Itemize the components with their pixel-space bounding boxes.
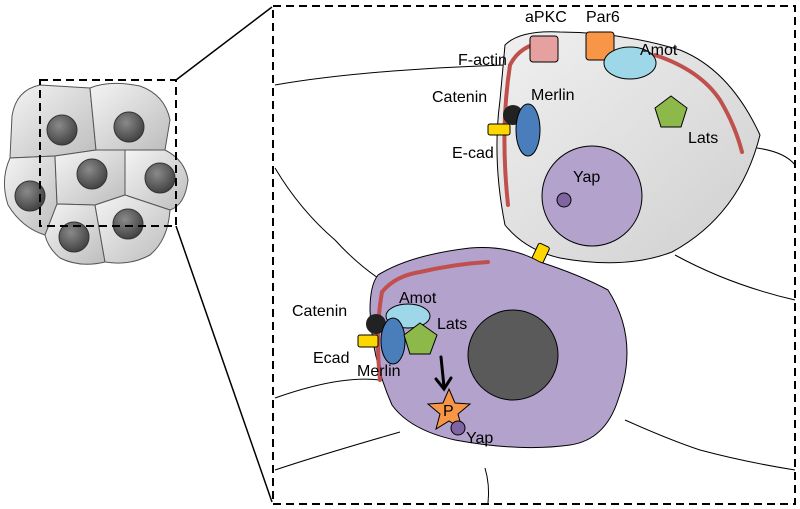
merlin-label-top: Merlin: [531, 87, 575, 104]
yap-label-top: Yap: [573, 169, 600, 186]
lats-label-bottom: Lats: [437, 316, 467, 333]
yap-top: [556, 192, 572, 208]
yap-label-bottom: Yap: [466, 430, 493, 447]
amot-label-bottom: Amot: [399, 290, 437, 307]
par6-block: [585, 31, 615, 61]
cluster-nuclei: [14, 111, 176, 253]
arrow-down-icon: [434, 355, 453, 392]
catenin-label-bottom: Catenin: [292, 303, 347, 320]
merlin-bottom: [380, 317, 406, 365]
catenin-bottom: [366, 314, 386, 334]
ecad-label-top: E-cad: [452, 145, 494, 162]
phospho-star-icon: [426, 387, 472, 431]
amot-label-top: Amot: [640, 42, 678, 59]
ecad-label-bottom: Ecad: [313, 350, 349, 367]
ecad-top: [487, 123, 511, 136]
apkc-block: [529, 35, 559, 63]
nucleus-top: [541, 145, 643, 247]
zoom-connector-bottom: [175, 225, 273, 503]
apkc-label: aPKC: [525, 9, 567, 26]
merlin-top: [515, 103, 541, 157]
lats-top: [654, 95, 688, 128]
factin-label: F-actin: [458, 52, 507, 69]
neighbor-cell-boundaries: [274, 64, 796, 504]
catenin-label-top: Catenin: [432, 89, 487, 106]
zoom-selection-box: [39, 79, 177, 227]
phospho-label: P: [443, 403, 454, 420]
nucleus-bottom: [467, 309, 559, 401]
merlin-label-bottom: Merlin: [357, 363, 401, 380]
lats-label-top: Lats: [688, 130, 718, 147]
yap-bottom: [450, 420, 466, 436]
lats-bottom: [403, 322, 438, 355]
amot-top: [603, 46, 657, 80]
cell-cluster: [4, 82, 189, 265]
ecad-bottom: [357, 334, 379, 348]
par6-label: Par6: [586, 9, 620, 26]
zoom-connector-top: [175, 6, 273, 81]
